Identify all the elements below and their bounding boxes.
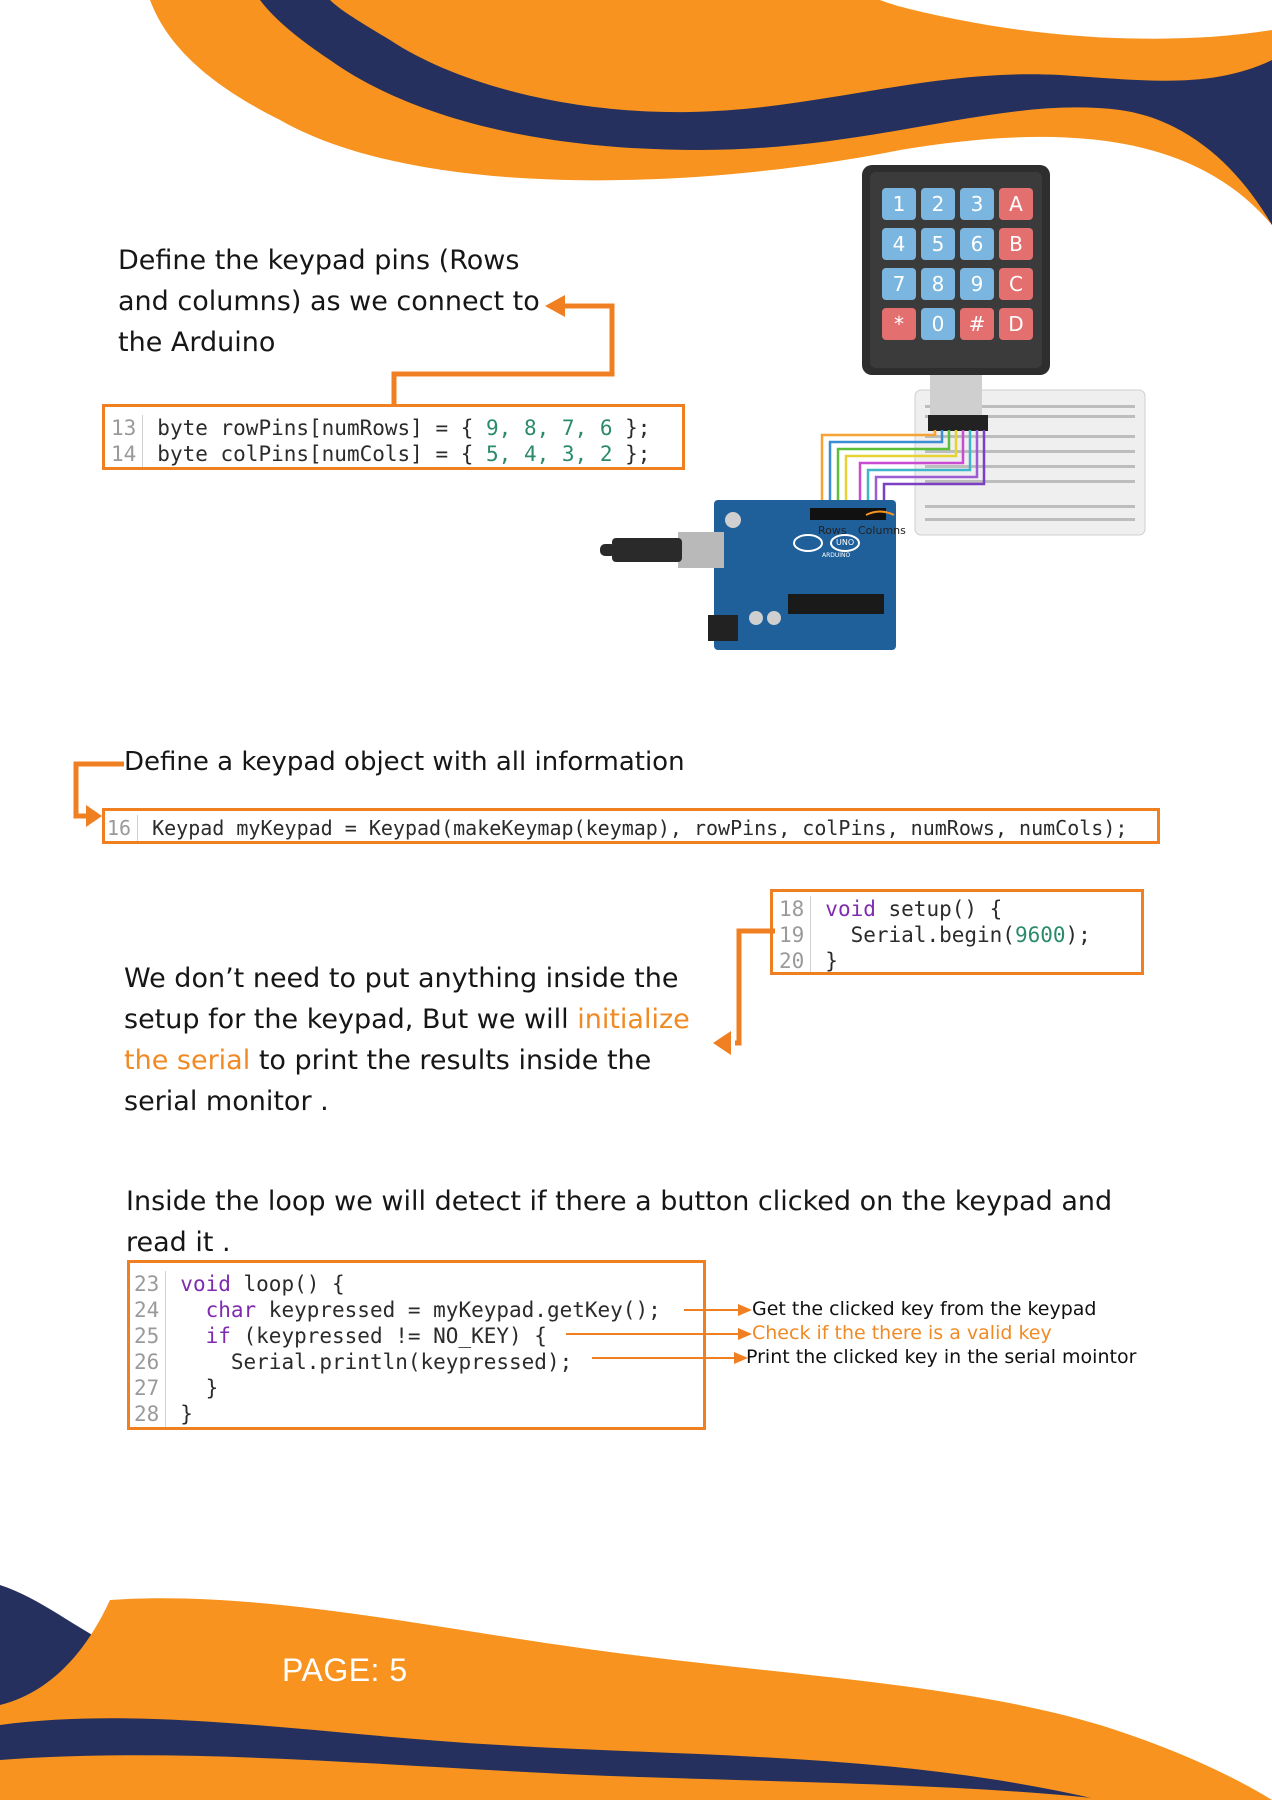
loop-line-2: read it . <box>126 1227 231 1258</box>
key-1: 1 <box>882 188 916 220</box>
setup-description: We don’t need to put anything inside the… <box>124 958 690 1122</box>
key-2: 2 <box>921 188 955 220</box>
key-8: 8 <box>921 268 955 300</box>
pins-arrow <box>391 295 615 406</box>
loop-line-1: Inside the loop we will detect if there … <box>126 1186 1113 1217</box>
annotation-check-key: Check if the there is a valid key <box>752 1322 1052 1344</box>
page-number: PAGE: 5 <box>282 1652 408 1688</box>
key-6: 6 <box>960 228 994 260</box>
pins-line-2: and columns) as we connect to <box>118 286 540 317</box>
code-line: 19 Serial.begin(9600); <box>779 922 1091 948</box>
code-line: 25 if (keypressed != NO_KEY) { <box>134 1323 547 1349</box>
object-description: Define a keypad object with all informat… <box>124 747 685 777</box>
circuit-diagram <box>600 165 1146 650</box>
setup-line-1: We don’t need to put anything inside the <box>124 963 679 994</box>
key-star: * <box>882 308 916 340</box>
pins-line-1: Define the keypad pins (Rows <box>118 245 520 276</box>
key-7: 7 <box>882 268 916 300</box>
keypad-illustration: 1 2 3 A 4 5 6 B 7 8 9 C * 0 # D Rows Col… <box>560 160 1160 660</box>
pins-line-3: the Arduino <box>118 327 276 358</box>
setup-arrow <box>713 928 775 1055</box>
key-5: 5 <box>921 228 955 260</box>
key-hash: # <box>960 308 994 340</box>
key-9: 9 <box>960 268 994 300</box>
setup-line-3: the serial to print the results inside t… <box>124 1045 652 1076</box>
columns-label: Columns <box>858 524 906 537</box>
arduino-label: ARDUINO <box>822 552 851 559</box>
key-a: A <box>999 188 1033 220</box>
key-d: D <box>999 308 1033 340</box>
uno-label: UNO <box>836 538 855 547</box>
key-3: 3 <box>960 188 994 220</box>
key-b: B <box>999 228 1033 260</box>
code-line: 24 char keypressed = myKeypad.getKey(); <box>134 1297 661 1323</box>
setup-line-2: setup for the keypad, But we will initia… <box>124 1004 690 1035</box>
key-4: 4 <box>882 228 916 260</box>
rows-label: Rows <box>818 524 847 537</box>
key-0: 0 <box>921 308 955 340</box>
bottom-wave-decoration <box>0 1585 1272 1800</box>
top-wave-decoration <box>150 0 1272 225</box>
code-line: 27 } <box>134 1375 219 1401</box>
loop-annotation-arrows <box>566 1304 752 1364</box>
object-arrow <box>73 761 124 827</box>
code-line: 26 Serial.println(keypressed); <box>134 1349 573 1375</box>
annotation-get-key: Get the clicked key from the keypad <box>752 1298 1097 1320</box>
pins-description: Define the keypad pins (Rows and columns… <box>118 240 540 363</box>
key-c: C <box>999 268 1033 300</box>
setup-line-4: serial monitor . <box>124 1086 329 1117</box>
code-line: 28} <box>134 1401 193 1427</box>
loop-description: Inside the loop we will detect if there … <box>126 1181 1112 1263</box>
annotation-print-key: Print the clicked key in the serial moin… <box>746 1346 1137 1368</box>
code-line: 20} <box>779 948 838 973</box>
